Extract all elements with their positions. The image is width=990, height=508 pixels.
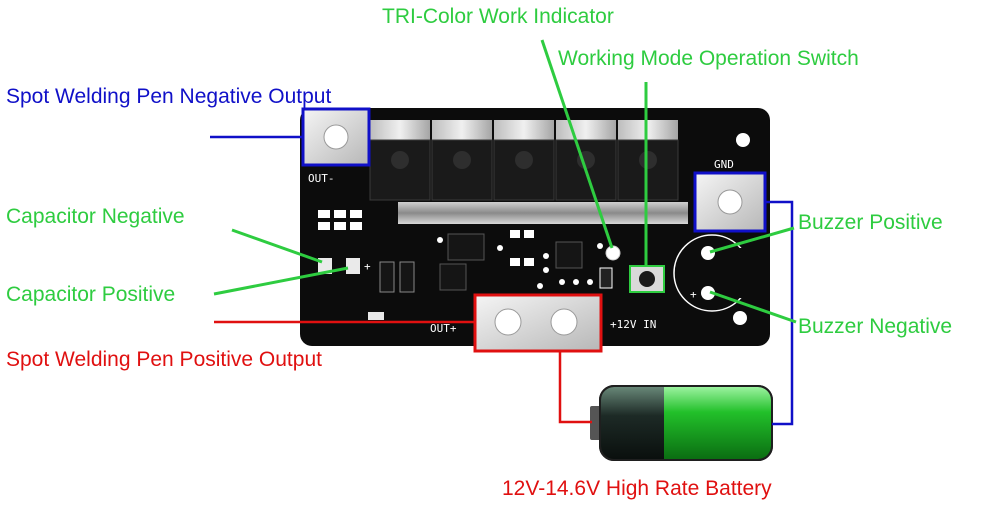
buzzer — [673, 234, 754, 312]
label-battery: 12V-14.6V High Rate Battery — [502, 477, 772, 500]
leader-lines — [213, 39, 797, 324]
out-positive-terminal — [473, 293, 603, 353]
label-buzzer-positive: Buzzer Positive — [798, 211, 943, 234]
silk-gnd: GND — [714, 158, 734, 171]
mosfet-array — [369, 120, 679, 201]
silk-out-plus: OUT+ — [430, 322, 457, 335]
buzzer-plus-mark: + — [690, 288, 697, 301]
smd-components — [318, 210, 613, 293]
leader-cap-negative — [231, 228, 323, 264]
battery — [590, 385, 773, 461]
label-buzzer-negative: Buzzer Negative — [798, 315, 953, 338]
wire-battery-negative — [764, 200, 794, 426]
label-tri-color-indicator: TRI-Color Work Indicator — [382, 5, 614, 28]
label-pen-positive-output: Spot Welding Pen Positive Output — [6, 348, 322, 371]
mode-switch — [629, 265, 665, 293]
leader-buzzer-positive — [709, 226, 795, 254]
leader-cap-positive — [213, 266, 349, 296]
gnd-terminal — [693, 171, 767, 233]
label-pen-negative-output: Spot Welding Pen Negative Output — [6, 85, 332, 108]
wire-battery-positive — [558, 350, 592, 424]
capacitor-plus-mark: + — [364, 260, 371, 273]
label-capacitor-negative: Capacitor Negative — [6, 205, 185, 228]
tri-color-led — [605, 245, 621, 261]
leader-buzzer-negative — [709, 290, 797, 324]
via-dots — [437, 237, 603, 289]
label-capacitor-positive: Capacitor Positive — [6, 283, 176, 306]
silk-out-minus: OUT- — [308, 172, 335, 185]
leader-tri-color — [540, 39, 614, 249]
out-negative-terminal — [301, 107, 371, 167]
solder-bar — [398, 202, 688, 224]
label-mode-switch: Working Mode Operation Switch — [558, 47, 859, 70]
silk-power-in: +12V IN — [610, 318, 656, 331]
wiring — [210, 135, 794, 426]
